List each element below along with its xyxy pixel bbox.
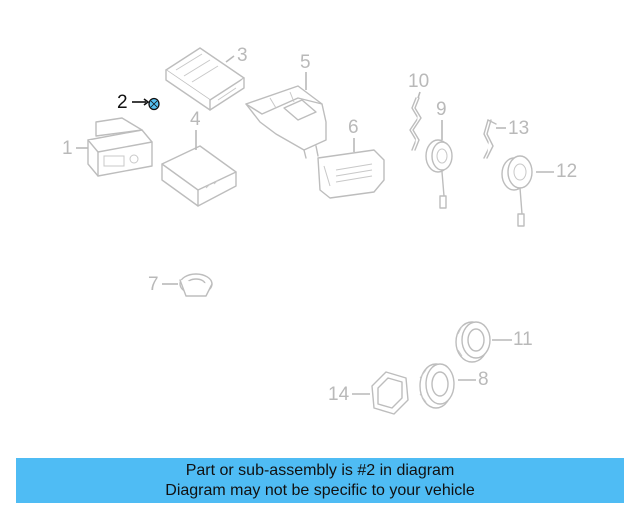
callout-6[interactable]: 6 — [348, 117, 359, 138]
part-6-grille-panel[interactable] — [317, 149, 385, 199]
part-3-amplifier[interactable] — [165, 47, 245, 111]
callout-7[interactable]: 7 — [148, 274, 159, 295]
part-13-wire-clip[interactable] — [483, 119, 497, 159]
callout-9[interactable]: 9 — [436, 99, 447, 120]
part-9-speaker[interactable] — [425, 139, 453, 209]
exploded-parts-diagram — [76, 47, 554, 415]
leader-10 — [417, 91, 421, 99]
callout-12[interactable]: 12 — [556, 161, 578, 182]
part-11-speaker[interactable] — [455, 321, 491, 363]
callout-1[interactable]: 1 — [62, 138, 73, 159]
callout-10[interactable]: 10 — [408, 71, 430, 92]
part-7-tweeter[interactable] — [179, 273, 213, 297]
callout-4[interactable]: 4 — [190, 109, 201, 130]
callout-14[interactable]: 14 — [328, 384, 350, 405]
part-5-bracket[interactable] — [245, 85, 327, 159]
caption-line-1: Part or sub-assembly is #2 in diagram — [185, 461, 455, 479]
leader-3 — [225, 55, 235, 63]
part-10-wire-harness[interactable] — [409, 97, 422, 151]
callout-5[interactable]: 5 — [300, 52, 311, 73]
callout-13[interactable]: 13 — [508, 118, 530, 139]
part-14-speaker-bezel[interactable] — [371, 371, 409, 415]
callout-8[interactable]: 8 — [478, 369, 489, 390]
part-8-speaker[interactable] — [419, 363, 455, 409]
part-12-speaker[interactable] — [501, 155, 533, 227]
caption-banner: Part or sub-assembly is #2 in diagram Di… — [16, 458, 624, 503]
callout-11[interactable]: 11 — [513, 329, 533, 350]
callout-3[interactable]: 3 — [237, 45, 248, 66]
leader-lines — [76, 55, 554, 395]
part-4-control-module[interactable] — [161, 145, 237, 207]
caption-line-2: Diagram may not be specific to your vehi… — [165, 481, 475, 499]
part-2-clip[interactable] — [148, 97, 160, 111]
leader-2-arrowhead — [143, 98, 150, 106]
part-1-radio-unit[interactable] — [87, 117, 153, 177]
callout-2[interactable]: 2 — [117, 92, 128, 113]
